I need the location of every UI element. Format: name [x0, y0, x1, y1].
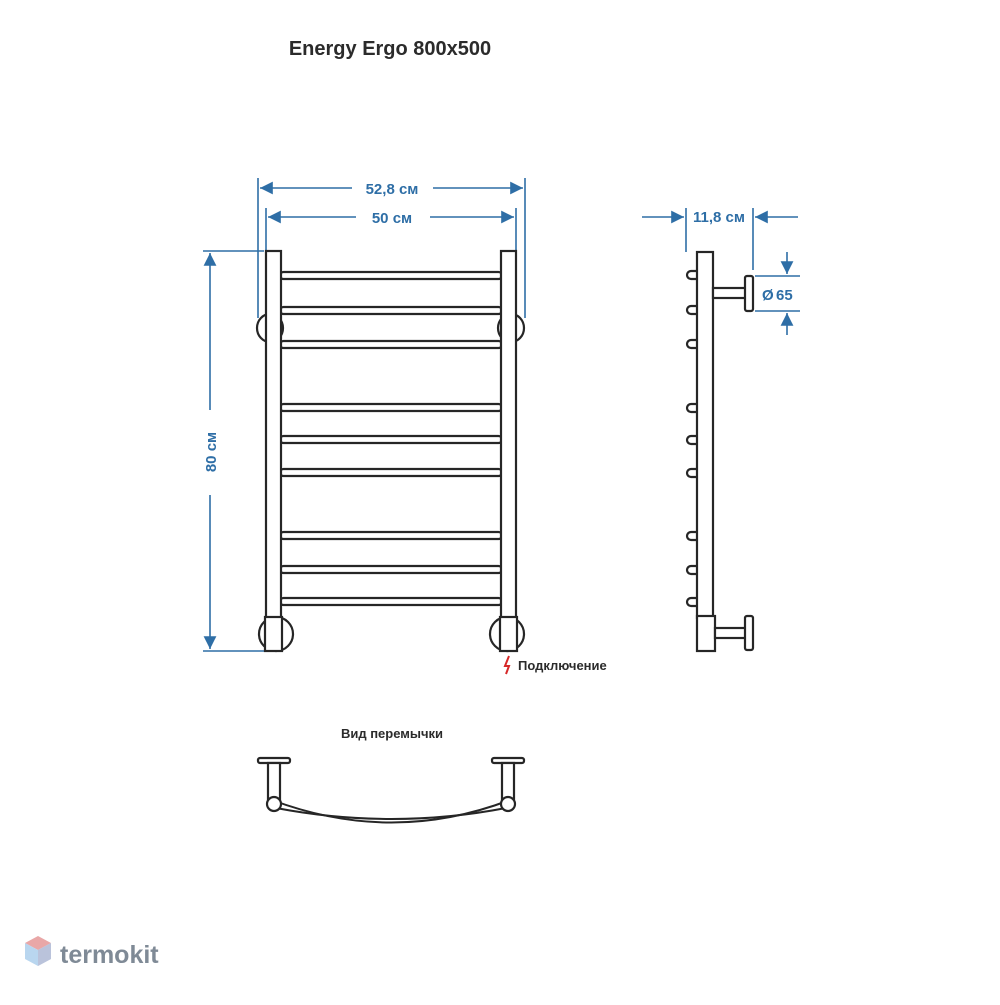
side-collector: [695, 250, 715, 620]
rail-5: [278, 434, 504, 445]
rail-4: [278, 402, 504, 413]
connection-label: Подключение: [518, 658, 607, 673]
side-rail-end-6: [685, 467, 697, 479]
rail-1: [278, 270, 504, 281]
side-rail-end-8: [685, 564, 697, 576]
rail-8: [278, 564, 504, 575]
rail-3: [278, 339, 504, 350]
right-collector: [499, 249, 518, 621]
diameter-label: 65: [776, 287, 793, 304]
rails: [278, 270, 504, 607]
side-rail-end-2: [685, 304, 697, 316]
side-rail-end-5: [685, 434, 697, 446]
rail-9: [278, 596, 504, 607]
inner-width-label: 50 см: [372, 210, 412, 227]
jumper-right-joint: [499, 795, 517, 813]
rail-7: [278, 530, 504, 541]
side-bracket-bottom-arm: [713, 626, 749, 640]
cube-logo-icon: [25, 936, 51, 966]
side-bracket-top-flange: [743, 274, 755, 313]
side-rail-end-1: [685, 269, 697, 281]
height-label: 80 см: [203, 432, 220, 472]
side-connection-cap: [695, 614, 717, 653]
side-rail-end-4: [685, 402, 697, 414]
right-connection-cap: [498, 615, 519, 653]
jumper-left-post: [266, 761, 282, 801]
brand-logo: termokit: [25, 936, 159, 969]
jumper-right-post: [500, 761, 516, 801]
left-connection-cap: [263, 615, 284, 653]
rail-2: [278, 305, 504, 316]
left-collector: [264, 249, 283, 621]
jumper-view-label: Вид перемычки: [341, 726, 443, 741]
brand-name: termokit: [60, 941, 159, 969]
side-rail-end-7: [685, 530, 697, 542]
front-view: 52,8 см 50 см 80 см: [203, 178, 607, 675]
diameter-symbol: Ø: [762, 287, 774, 304]
side-bracket-bottom-flange: [743, 614, 755, 652]
jumper-view: Вид перемычки: [256, 726, 526, 824]
side-rail-ends: [685, 269, 697, 608]
jumper-curve-outer: [271, 799, 511, 824]
side-view: 11,8 см Ø 65: [642, 208, 800, 653]
overall-width-label: 52,8 см: [366, 181, 419, 198]
depth-label: 11,8 см: [693, 209, 745, 226]
side-rail-end-9: [685, 596, 697, 608]
jumper-left-joint: [265, 795, 283, 813]
drawing-title: Energy Ergo 800x500: [289, 38, 491, 60]
side-rail-end-3: [685, 338, 697, 350]
connection-mark-icon: [503, 655, 511, 675]
jumper-curve-inner: [275, 807, 507, 820]
side-bracket-top-arm: [711, 286, 749, 300]
rail-6: [278, 467, 504, 478]
